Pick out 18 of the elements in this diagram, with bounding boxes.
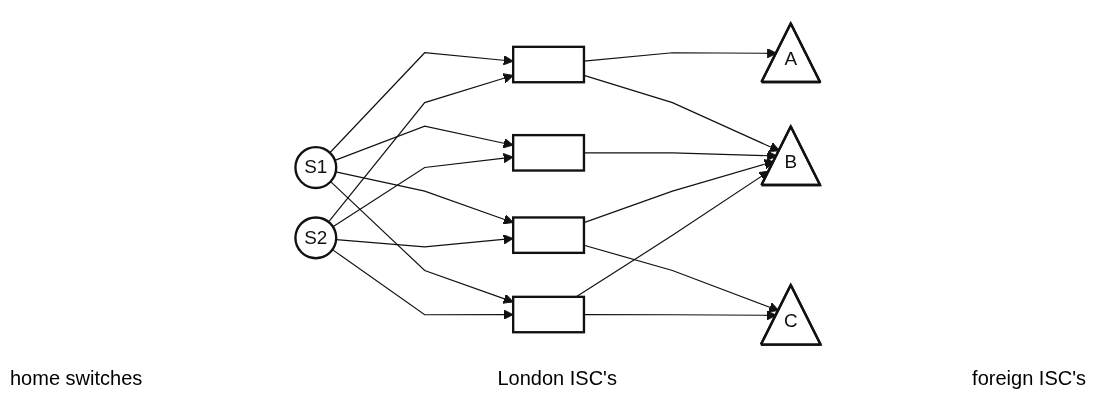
node-circle: S1 bbox=[294, 145, 338, 189]
column-caption: foreign ISC's bbox=[972, 367, 1086, 390]
arrow bbox=[332, 152, 514, 227]
node-box bbox=[512, 215, 586, 254]
arrow bbox=[334, 125, 514, 161]
arrow bbox=[330, 180, 514, 304]
column-caption: London ISC's bbox=[497, 367, 617, 390]
column-caption: home switches bbox=[10, 367, 143, 390]
node-box bbox=[512, 133, 586, 172]
arrow bbox=[335, 233, 514, 247]
node-box bbox=[512, 295, 586, 333]
arrow bbox=[335, 170, 514, 224]
node-box bbox=[512, 45, 586, 83]
arrow bbox=[329, 51, 514, 153]
arrow bbox=[328, 72, 514, 223]
arrow bbox=[583, 74, 780, 152]
arrow bbox=[331, 248, 514, 320]
node-circle: S2 bbox=[294, 215, 338, 259]
